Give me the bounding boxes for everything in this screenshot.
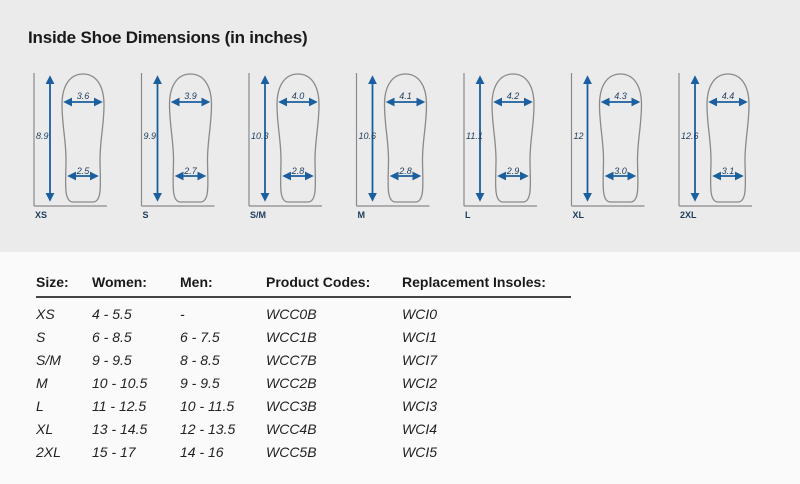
length-label: 11.1 (466, 131, 483, 141)
bottom-width-label: 3.1 (722, 166, 735, 176)
header-product-codes: Product Codes: (266, 274, 371, 290)
size-label: S (143, 210, 149, 220)
insole-diagram: 8.9 3.6 2.5XS 9.9 3.9 2.7S 10.3 4.0 2.8S/M 10.6 4.… (33, 73, 752, 220)
cell-size: XS (36, 306, 55, 322)
cell-women: 6 - 8.5 (92, 329, 132, 345)
size-label: L (465, 210, 471, 220)
top-width-label: 4.2 (507, 91, 520, 101)
cell-size: XL (36, 421, 54, 437)
cell-men: 9 - 9.5 (180, 375, 220, 391)
page-title: Inside Shoe Dimensions (in inches) (28, 28, 308, 47)
cell-product-code: WCC7B (266, 352, 317, 368)
cell-size: S (36, 329, 46, 345)
insole-outline (168, 73, 213, 203)
top-width-label: 3.9 (184, 91, 197, 101)
top-width-label: 4.0 (292, 91, 305, 101)
cell-replacement-insole: WCI5 (402, 444, 437, 460)
cell-size: M (36, 375, 48, 391)
header-replacement-insoles: Replacement Insoles: (402, 274, 546, 290)
cell-size: S/M (36, 352, 61, 368)
insole-outline (276, 73, 320, 203)
cell-women: 9 - 9.5 (92, 352, 132, 368)
length-label: 9.9 (144, 131, 157, 141)
cell-size: L (36, 398, 44, 414)
cell-replacement-insole: WCI2 (402, 375, 437, 391)
insole-outline (706, 73, 750, 203)
cell-women: 13 - 14.5 (92, 421, 148, 437)
cell-product-code: WCC5B (266, 444, 317, 460)
cell-men: 12 - 13.5 (180, 421, 236, 437)
length-label: 10.3 (251, 131, 269, 141)
insole-outline (383, 73, 428, 203)
header-women: Women: (92, 274, 147, 290)
top-width-label: 4.3 (614, 91, 627, 101)
length-label: 12.6 (681, 131, 699, 141)
insole-2xl: 12.6 4.4 3.1 2XL (678, 73, 752, 220)
insole-s: 9.9 3.9 2.7S (140, 73, 215, 220)
cell-women: 4 - 5.5 (92, 306, 132, 322)
top-width-label: 4.4 (722, 91, 735, 101)
cell-size: 2XL (36, 444, 61, 460)
size-label: XS (35, 210, 47, 220)
size-label: 2XL (680, 210, 697, 220)
size-label: XL (573, 210, 585, 220)
insole-s-m: 10.3 4.0 2.8S/M (248, 73, 322, 220)
cell-product-code: WCC3B (266, 398, 317, 414)
cell-replacement-insole: WCI1 (402, 329, 437, 345)
cell-product-code: WCC0B (266, 306, 317, 322)
header-size: Size: (36, 274, 69, 290)
cell-men: - (180, 306, 185, 322)
cell-replacement-insole: WCI3 (402, 398, 437, 414)
insole-outline (491, 73, 535, 203)
cell-product-code: WCC4B (266, 421, 317, 437)
bottom-width-label: 2.8 (291, 166, 305, 176)
insole-outline (61, 73, 105, 203)
insole-xs: 8.9 3.6 2.5XS (33, 73, 107, 220)
cell-women: 15 - 17 (92, 444, 136, 460)
cell-product-code: WCC1B (266, 329, 317, 345)
size-label: M (358, 210, 366, 220)
insole-outline (598, 73, 643, 203)
size-table-panel (0, 252, 800, 484)
bottom-width-label: 2.7 (183, 166, 198, 176)
diagram-panel (0, 0, 800, 252)
top-width-label: 3.6 (77, 91, 90, 101)
insole-xl: 12 4.3 3.0XL (570, 73, 645, 220)
header-men: Men: (180, 274, 213, 290)
length-label: 8.9 (36, 131, 49, 141)
top-width-label: 4.1 (399, 91, 412, 101)
cell-replacement-insole: WCI0 (402, 306, 437, 322)
header-divider (36, 296, 571, 298)
bottom-width-label: 3.0 (614, 166, 627, 176)
bottom-width-label: 2.9 (506, 166, 520, 176)
cell-women: 10 - 10.5 (92, 375, 148, 391)
bottom-width-label: 2.5 (76, 166, 91, 176)
length-label: 12 (574, 131, 584, 141)
cell-product-code: WCC2B (266, 375, 317, 391)
cell-men: 14 - 16 (180, 444, 224, 460)
cell-men: 10 - 11.5 (180, 398, 235, 414)
bottom-width-label: 2.8 (398, 166, 412, 176)
size-label: S/M (250, 210, 266, 220)
cell-men: 8 - 8.5 (180, 352, 220, 368)
insole-m: 10.6 4.1 2.8M (355, 73, 430, 220)
cell-men: 6 - 7.5 (180, 329, 220, 345)
cell-women: 11 - 12.5 (92, 398, 147, 414)
cell-replacement-insole: WCI7 (402, 352, 437, 368)
insole-l: 11.1 4.2 2.9L (463, 73, 537, 220)
cell-replacement-insole: WCI4 (402, 421, 437, 437)
length-label: 10.6 (359, 131, 377, 141)
